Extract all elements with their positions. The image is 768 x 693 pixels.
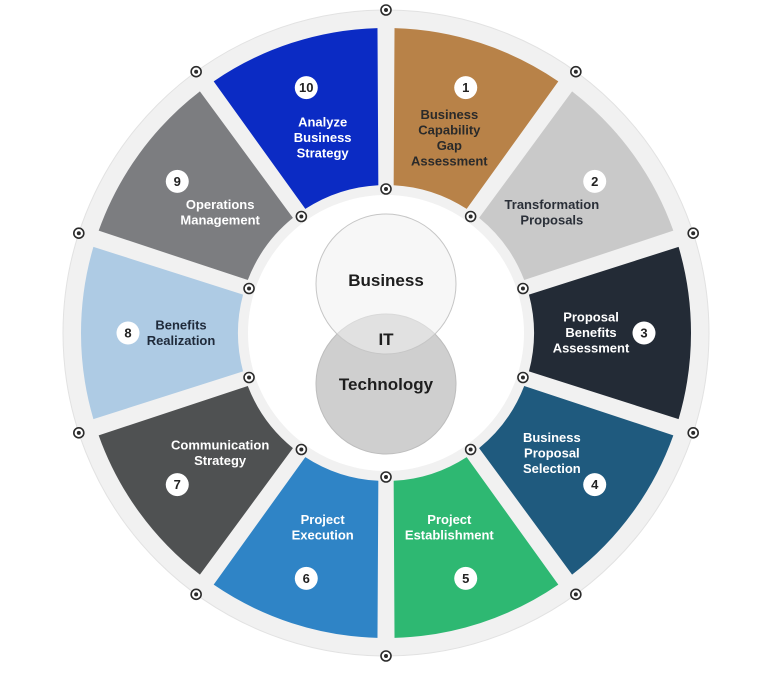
segment-6-label-line: Project — [301, 512, 346, 527]
segment-4-label-line: Business — [523, 430, 581, 445]
segment-3-label-line: Proposal — [563, 310, 619, 325]
segment-2-label-line: Transformation — [505, 197, 600, 212]
segment-9-shape — [98, 91, 293, 281]
segment-7-badge — [165, 473, 189, 497]
segment-9-label-line: Management — [180, 212, 260, 227]
segment-1-number: 1 — [462, 80, 469, 95]
segment-3-label-line: Assessment — [553, 341, 630, 356]
segment-1-label-line: Capability — [418, 122, 481, 137]
segment-5-shape — [393, 457, 559, 638]
inner-connector-dot — [464, 443, 477, 456]
segment-4-shape — [479, 385, 674, 575]
segments: 1BusinessCapabilityGapAssessment2Transfo… — [80, 28, 691, 638]
segment-1-label-line: Gap — [437, 138, 462, 153]
segment-3-label-line: Benefits — [565, 325, 616, 340]
segment-10-shape — [213, 28, 379, 209]
segment-1-shape — [393, 28, 559, 209]
venn-technology-label: Technology — [339, 375, 434, 394]
inner-connector-dot — [243, 282, 255, 295]
segment-8-label-line: Realization — [147, 333, 216, 348]
outer-connector-dot — [687, 427, 699, 439]
venn-business-circle — [315, 213, 457, 355]
inner-connector-dot — [243, 371, 255, 384]
inner-connector-dot — [517, 371, 529, 384]
outer-connector-dot — [380, 650, 392, 662]
outer-connector-dot — [190, 65, 202, 78]
center-venn: Business IT Technology — [315, 213, 457, 455]
segment-8-label-line: Benefits — [155, 317, 206, 332]
segment-3-number: 3 — [640, 326, 647, 341]
segment-4-badge — [583, 473, 607, 497]
segment-2-shape — [479, 91, 674, 281]
segment-10-number: 10 — [299, 80, 313, 95]
segment-6-badge — [294, 566, 318, 590]
segment-5-label-line: Establishment — [405, 528, 495, 543]
segment-10-label-line: Strategy — [297, 146, 350, 161]
segment-10-badge — [294, 76, 318, 100]
segment-4-label-line: Selection — [523, 461, 581, 476]
venn-business-label: Business — [348, 271, 424, 290]
segment-3-shape — [528, 246, 691, 420]
segment-5-number: 5 — [462, 571, 469, 586]
segment-7-label-line: Communication — [171, 438, 269, 453]
segment-8-number: 8 — [124, 326, 131, 341]
outer-connector-dot — [73, 227, 85, 239]
inner-connector-dot — [464, 210, 477, 223]
segment-8-shape — [80, 246, 244, 420]
segment-9-number: 9 — [174, 174, 181, 189]
segment-5-badge — [454, 566, 478, 590]
segment-6-number: 6 — [303, 571, 310, 586]
connector-dots — [73, 4, 699, 662]
segment-3-badge — [632, 321, 656, 345]
outer-connector-dot — [570, 588, 582, 601]
segment-7-shape — [98, 385, 293, 575]
inner-connector-dot — [295, 210, 308, 223]
inner-connector-dot — [517, 282, 529, 295]
segment-6-shape — [213, 457, 379, 638]
inner-connector-dot — [380, 471, 392, 483]
outer-connector-dot — [380, 4, 392, 16]
outer-connector-dot — [190, 588, 202, 601]
segment-10-label-line: Analyze — [298, 115, 347, 130]
inner-connector-dot — [380, 183, 392, 195]
segment-6-label-line: Execution — [292, 528, 354, 543]
segment-1-label-line: Business — [420, 107, 478, 122]
segment-1-badge — [454, 76, 478, 100]
segment-2-number: 2 — [591, 174, 598, 189]
segment-4-number: 4 — [591, 477, 599, 492]
segment-9-label-line: Operations — [186, 197, 255, 212]
segment-2-label-line: Proposals — [520, 212, 583, 227]
inner-connector-dot — [295, 443, 308, 456]
segment-2-badge — [583, 169, 607, 193]
venn-it-label: IT — [378, 330, 394, 349]
segment-1-label-line: Assessment — [411, 153, 488, 168]
segment-4-label-line: Proposal — [524, 445, 580, 460]
segment-10-label-line: Business — [294, 130, 352, 145]
segment-8-badge — [116, 321, 140, 345]
outer-connector-dot — [687, 227, 699, 239]
segment-7-label-line: Strategy — [194, 453, 247, 468]
outer-connector-dot — [570, 65, 582, 78]
segment-9-badge — [165, 169, 189, 193]
segment-5-label-line: Project — [427, 512, 472, 527]
outer-connector-dot — [73, 427, 85, 439]
segment-7-number: 7 — [174, 477, 181, 492]
